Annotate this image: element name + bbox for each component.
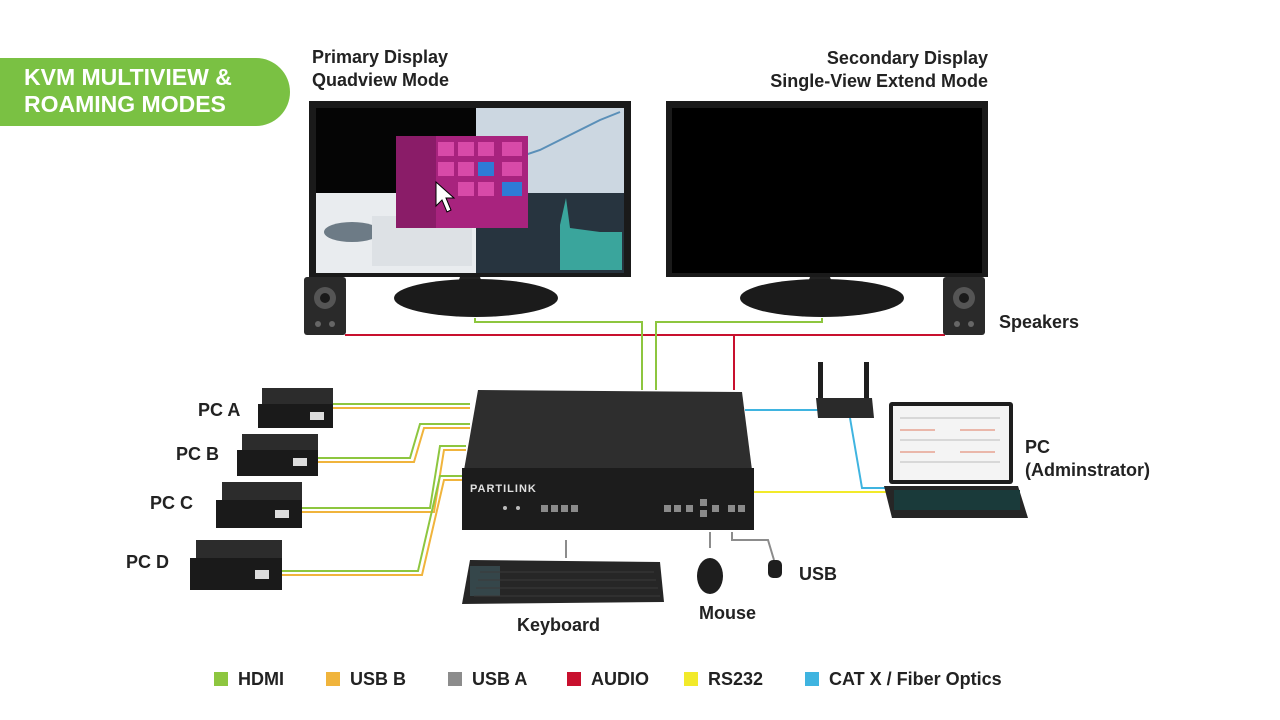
hdmi-wire: [474, 318, 643, 390]
mouse: [697, 558, 723, 594]
primary-display-label: Primary Display Quadview Mode: [312, 46, 449, 92]
usb-b-wire: [302, 449, 466, 513]
legend-label: AUDIO: [591, 668, 649, 689]
secondary-display-title: Secondary Display: [826, 48, 988, 68]
legend-item-cat-x: CAT X / Fiber Optics: [805, 668, 1002, 690]
usb-label: USB: [799, 564, 838, 584]
pc-d-box: [190, 540, 282, 590]
legend-label: RS232: [708, 668, 764, 689]
secondary-monitor: [666, 101, 988, 317]
usb-a-wire: [731, 532, 775, 561]
banner-line-2: ROAMING MODES: [24, 91, 226, 117]
legend-item-usb-a: USB A: [448, 668, 527, 690]
legend-item-rs232: RS232: [684, 668, 763, 690]
pc-c-box: [216, 482, 302, 528]
primary-display-title: Primary Display: [312, 47, 449, 67]
cat-x-wire: [849, 417, 890, 489]
hdmi-wire: [302, 445, 466, 509]
cursor-icon: [435, 180, 456, 213]
legend-label: HDMI: [238, 668, 284, 689]
pc-d-label: PC D: [126, 552, 170, 572]
legend-item-hdmi: HDMI: [214, 668, 284, 690]
hdmi-wire: [318, 423, 470, 459]
hdmi-wire: [282, 475, 462, 572]
primary-monitor: [309, 101, 631, 317]
legend-swatch: [448, 672, 462, 686]
pc-admin-title: PC: [1025, 437, 1051, 457]
banner-line-1: KVM MULTIVIEW &: [24, 64, 232, 90]
hdmi-wire: [655, 318, 823, 390]
usb-b-wire: [282, 479, 462, 576]
speakers-label: Speakers: [999, 312, 1080, 332]
legend-swatch: [326, 672, 340, 686]
legend-label: USB A: [472, 668, 528, 689]
router: [816, 362, 874, 418]
legend-item-usb-b: USB B: [326, 668, 406, 690]
speaker-left: [304, 277, 346, 335]
pc-a-label: PC A: [198, 400, 241, 420]
usb-b-wire: [318, 427, 470, 463]
secondary-display-mode: Single-View Extend Mode: [770, 71, 988, 91]
legend-swatch: [805, 672, 819, 686]
mouse-label: Mouse: [699, 603, 757, 623]
keyboard-label: Keyboard: [517, 615, 601, 635]
legend-label: CAT X / Fiber Optics: [829, 668, 1002, 689]
legend-item-audio: AUDIO: [567, 668, 649, 690]
usb-device: [768, 560, 782, 578]
secondary-display-label: Secondary Display Single-View Extend Mod…: [700, 47, 988, 93]
title-banner: KVM MULTIVIEW & ROAMING MODES: [0, 58, 290, 126]
legend: HDMI USB B USB A AUDIO RS232 CAT X / Fib…: [0, 664, 1280, 694]
laptop: [884, 402, 1028, 518]
primary-display-mode: Quadview Mode: [312, 70, 450, 90]
pc-c-label: PC C: [150, 493, 194, 513]
kvm-switch: PARTILINK: [462, 390, 754, 530]
keyboard: [462, 560, 664, 604]
legend-swatch: [684, 672, 698, 686]
pc-b-label: PC B: [176, 444, 220, 464]
pc-b-box: [237, 434, 318, 476]
legend-swatch: [567, 672, 581, 686]
pc-admin-label: PC (Adminstrator): [1025, 436, 1150, 482]
speaker-right: [943, 277, 985, 335]
pc-admin-role: (Adminstrator): [1025, 460, 1150, 480]
legend-label: USB B: [350, 668, 407, 689]
pc-a-box: [258, 388, 333, 428]
legend-swatch: [214, 672, 228, 686]
kvm-brand-label: PARTILINK: [470, 483, 537, 495]
